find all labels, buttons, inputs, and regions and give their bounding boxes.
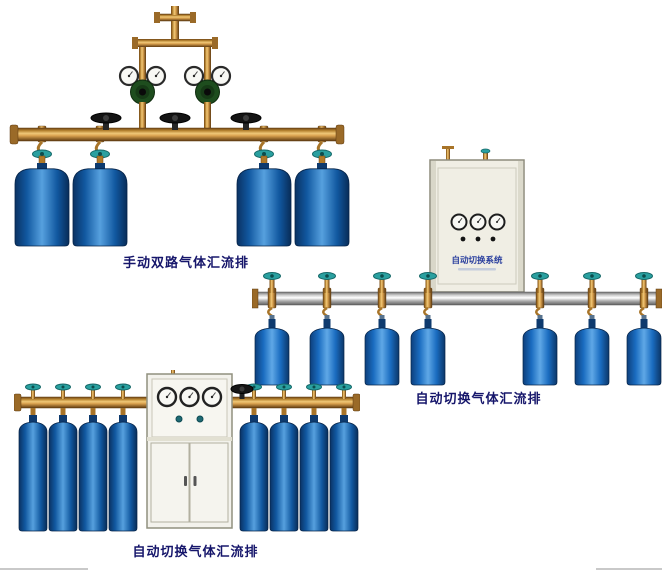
left-pressure-regulator — [118, 65, 167, 129]
valve-handwheel — [263, 272, 281, 294]
auto-switch-control-cabinet: 自动切换系统 — [429, 146, 525, 293]
door-handle — [184, 476, 187, 486]
cabinet-label: 自动切换系统 — [451, 255, 503, 265]
pressure-gauge — [179, 386, 200, 408]
pressure-gauge — [488, 213, 506, 231]
auto-switch-manifold-illustration: 自动切换系统 — [252, 146, 662, 386]
pressure-gauge — [201, 386, 223, 408]
control-cabinet — [146, 370, 233, 529]
pressure-gauge — [156, 386, 178, 408]
auto-switch-manifold-cabinet-illustration — [14, 370, 360, 532]
gas-cylinder — [329, 410, 359, 532]
valve-handwheel — [583, 272, 601, 294]
gas-cylinder — [410, 314, 446, 386]
shutoff-valve-handwheels — [90, 112, 262, 131]
product-caption-manual-dual: 手动双路气体汇流排 — [122, 255, 249, 270]
cabinet-subtext-line — [458, 268, 496, 271]
gas-cylinder — [14, 149, 70, 247]
door-handle — [193, 476, 197, 486]
product-caption-auto-switch-b: 自动切换气体汇流排 — [132, 544, 259, 559]
gas-cylinder — [18, 410, 48, 532]
manual-dual-manifold-illustration — [9, 6, 350, 247]
page-edge-line — [596, 568, 662, 570]
black-shutoff-valve — [230, 384, 254, 399]
manifold-bar — [252, 288, 662, 309]
cabinet-door-left — [150, 442, 190, 523]
gas-cylinder — [626, 314, 662, 386]
page-edge-line — [0, 568, 88, 570]
gas-cylinder — [269, 410, 299, 532]
valve-handwheel — [531, 272, 549, 294]
gas-cylinder — [108, 410, 138, 532]
valve-handwheel — [635, 272, 653, 294]
gas-cylinder — [364, 314, 400, 386]
valve-handwheel — [230, 112, 262, 131]
gas-cylinder — [48, 410, 78, 532]
valve-handwheel — [90, 112, 122, 131]
panel-knob — [460, 236, 466, 242]
indicator-light — [196, 415, 204, 423]
gas-cylinder — [574, 314, 610, 386]
valve-handwheel — [159, 112, 191, 131]
manifold-pipe — [9, 124, 345, 145]
gas-cylinder — [522, 314, 558, 386]
pressure-gauge — [450, 213, 468, 231]
pressure-gauge — [469, 213, 487, 231]
gas-cylinder — [78, 410, 108, 532]
cylinder-stubs — [30, 408, 347, 413]
valve-handwheel — [318, 272, 336, 294]
gas-cylinder — [299, 410, 329, 532]
valve-handwheel — [373, 272, 391, 294]
indicator-light — [175, 415, 183, 423]
panel-knob — [490, 236, 496, 242]
gas-cylinder — [72, 149, 128, 247]
panel-knob — [475, 236, 481, 242]
product-caption-auto-switch-a: 自动切换气体汇流排 — [415, 391, 542, 406]
right-pressure-regulator — [183, 65, 232, 129]
inlet-header-pipes — [132, 6, 218, 78]
cylinder-pigtails — [267, 306, 645, 318]
gas-cylinder — [239, 410, 269, 532]
